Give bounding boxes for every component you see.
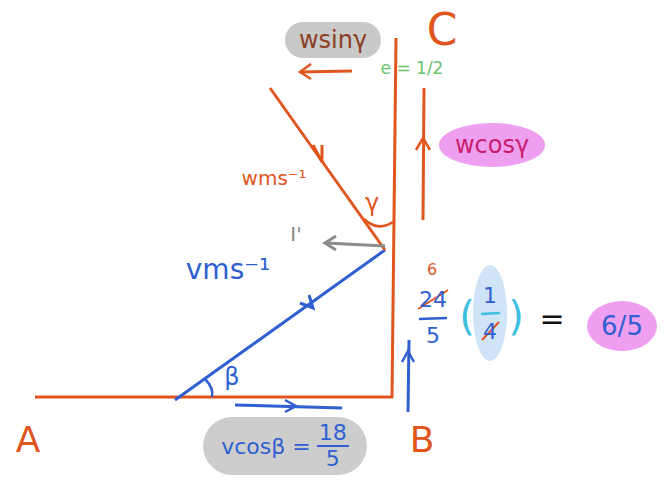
angle-arc: [364, 219, 393, 226]
impulse-label: I': [290, 223, 301, 245]
highlight-ellipse: 6/5: [587, 301, 657, 351]
denominator: 5: [326, 447, 340, 471]
component-arrow: [423, 88, 424, 220]
component-arrow: [235, 405, 342, 408]
speed-label: vms⁻¹: [186, 255, 270, 286]
point-label: B: [410, 420, 435, 460]
arrowhead: [285, 400, 296, 412]
highlight-pill: vcosβ =185: [203, 417, 367, 475]
component-text: 6/5: [601, 311, 643, 341]
component-arrow: [300, 71, 352, 72]
restitution-label: e = 1/2: [381, 59, 444, 78]
numerator: 1: [483, 284, 497, 308]
component-text: vcosβ =: [221, 434, 311, 459]
highlight-pill: wsinγ: [285, 22, 381, 58]
point-label: C: [427, 6, 458, 54]
highlight-ellipse: wcosγ: [439, 123, 545, 167]
arrowhead: [402, 351, 414, 362]
numerator-note: 6: [427, 261, 437, 279]
arrowhead: [300, 64, 311, 79]
fraction-bar: [419, 318, 447, 319]
fraction-bar: [481, 313, 500, 314]
denominator: 4: [483, 320, 497, 344]
denominator: 5: [426, 324, 440, 348]
component-text: wsinγ: [299, 26, 367, 54]
bracket: ): [508, 294, 524, 338]
angle-label: γ: [365, 190, 379, 216]
incoming-path: [175, 250, 385, 400]
bracket: (: [459, 294, 475, 338]
fraction: 185: [317, 421, 349, 471]
numerator: 24: [419, 288, 447, 312]
arrowhead: [313, 145, 322, 162]
point-label: A: [16, 420, 41, 460]
numerator: 18: [317, 421, 349, 447]
speed-label: wms⁻¹: [242, 167, 307, 189]
angle-label: β: [224, 364, 239, 390]
ground-line: [35, 396, 393, 399]
angle-arc: [205, 379, 212, 397]
arrowhead: [300, 295, 313, 308]
wall-line: [392, 38, 396, 398]
arrowhead: [416, 138, 430, 150]
impulse-arrow: [326, 243, 385, 246]
equals-sign: =: [539, 302, 564, 335]
highlight: [473, 265, 507, 361]
arrowhead: [325, 236, 336, 250]
component-text: wcosγ: [455, 131, 529, 159]
